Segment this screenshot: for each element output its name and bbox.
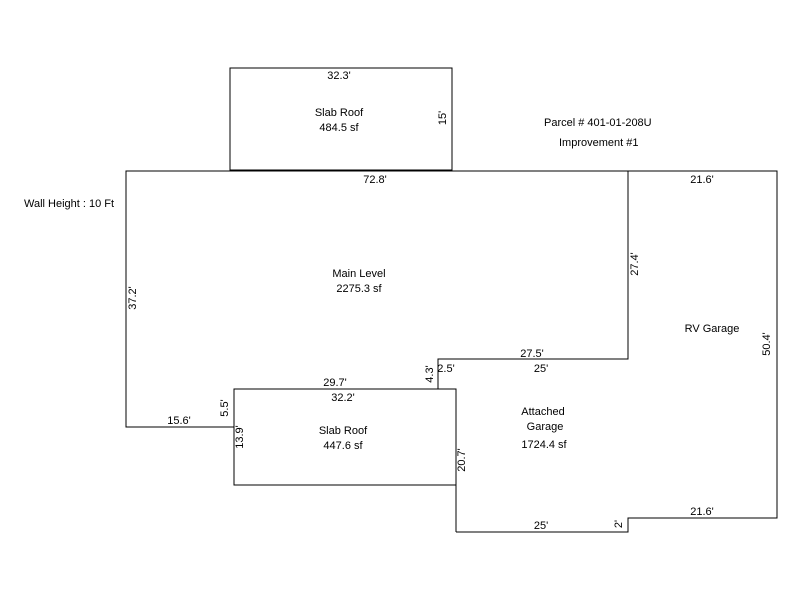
- dim-garage-top: 25': [534, 363, 548, 375]
- attached-garage-name-line2: Garage: [527, 421, 564, 433]
- dim-slab-bottom-width: 32.2': [331, 392, 355, 404]
- dim-garage-left: 20.7': [456, 448, 468, 472]
- dim-rv-bottom: 21.6': [690, 506, 714, 518]
- slab-roof-bottom-name: Slab Roof: [319, 425, 368, 437]
- slab-roof-top-name: Slab Roof: [315, 107, 364, 119]
- sketch-outlines: [125, 67, 778, 533]
- dim-slab-bottom-depth: 13.9': [234, 425, 246, 449]
- rv-garage-outline: [456, 170, 778, 533]
- attached-garage-area: 1724.4 sf: [521, 439, 567, 451]
- dim-main-left: 37.2': [127, 286, 139, 310]
- slab-roof-top-area: 484.5 sf: [319, 122, 359, 134]
- dim-slab-top-depth: 15': [437, 111, 449, 125]
- dim-step-height: 4.3': [424, 365, 436, 382]
- dim-main-step-top: 27.5': [520, 348, 544, 360]
- slab-roof-bottom-outline: [233, 388, 457, 486]
- dim-rv-right: 50.4': [761, 332, 773, 356]
- dim-slab-top-width: 32.3': [327, 70, 351, 82]
- dim-main-bottom-step: 29.7': [323, 377, 347, 389]
- improvement-label: Improvement #1: [559, 137, 638, 149]
- dim-garage-jog: 2': [613, 520, 625, 528]
- dim-garage-bottom: 25': [534, 520, 548, 532]
- rv-garage-name: RV Garage: [685, 323, 740, 335]
- dim-main-top: 72.8': [363, 174, 387, 186]
- dim-rv-top: 21.6': [690, 174, 714, 186]
- main-level-name: Main Level: [332, 268, 385, 280]
- dim-main-bottom-left: 15.6': [167, 415, 191, 427]
- dim-main-right: 27.4': [629, 252, 641, 276]
- wall-height-label: Wall Height : 10 Ft: [24, 198, 114, 210]
- attached-garage-name-line1: Attached: [521, 406, 564, 418]
- slab-roof-top-outline: [229, 67, 453, 171]
- parcel-number: Parcel # 401-01-208U: [544, 117, 652, 129]
- slab-roof-bottom-area: 447.6 sf: [323, 440, 363, 452]
- dim-step-short: 2.5': [437, 363, 454, 375]
- dim-main-step-left: 5.5': [219, 399, 231, 416]
- main-level-area: 2275.3 sf: [336, 283, 382, 295]
